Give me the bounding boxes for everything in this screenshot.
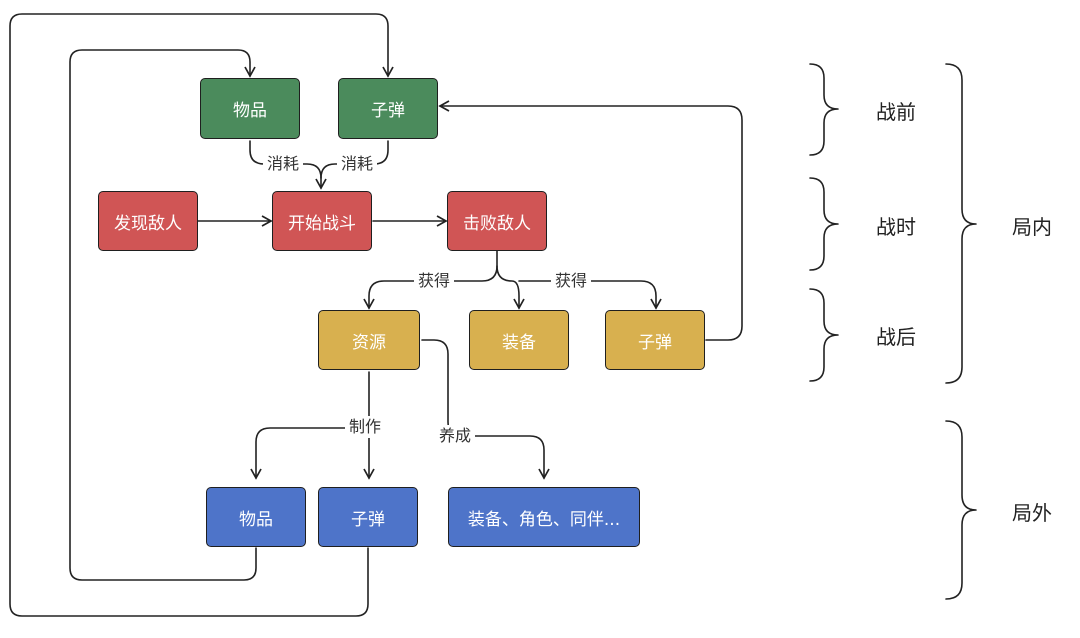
edge-obtain-equipment bbox=[496, 265, 525, 310]
node-start-battle: 开始战斗 bbox=[272, 191, 372, 251]
brace-out-run bbox=[945, 420, 977, 600]
label-obtain-right: 获得 bbox=[551, 270, 592, 292]
node-equipment: 装备 bbox=[469, 310, 569, 370]
node-resources: 资源 bbox=[318, 310, 420, 370]
label-consume-right: 消耗 bbox=[337, 153, 378, 175]
node-defeat-enemy: 击败敌人 bbox=[447, 191, 547, 251]
phase-label-before: 战前 bbox=[876, 100, 916, 124]
label-develop: 养成 bbox=[435, 425, 476, 447]
node-equip-chars: 装备、角色、同伴... bbox=[448, 487, 640, 547]
phase-label-during: 战时 bbox=[876, 215, 916, 239]
node-bullet-bottom: 子弹 bbox=[318, 487, 418, 547]
node-discover-enemy: 发现敌人 bbox=[98, 191, 198, 251]
brace-after bbox=[809, 288, 839, 382]
loop-item-return bbox=[69, 49, 257, 581]
brace-during bbox=[809, 177, 839, 271]
edge-bullet-to-top bbox=[438, 100, 743, 341]
node-bullet-mid: 子弹 bbox=[605, 310, 705, 370]
label-consume-left: 消耗 bbox=[263, 153, 304, 175]
edge-obtain-bullet bbox=[518, 280, 662, 310]
node-bullet-top: 子弹 bbox=[338, 78, 438, 139]
node-item-top: 物品 bbox=[200, 78, 300, 139]
edge-craft-item bbox=[250, 427, 370, 480]
label-obtain-left: 获得 bbox=[414, 270, 455, 292]
phase-label-in-run: 局内 bbox=[1012, 215, 1052, 239]
brace-in-run bbox=[945, 63, 977, 384]
phase-label-out-run: 局外 bbox=[1012, 501, 1052, 525]
phase-label-after: 战后 bbox=[876, 325, 916, 349]
brace-before bbox=[809, 63, 839, 156]
label-craft: 制作 bbox=[345, 416, 386, 438]
loop-bullet-return bbox=[9, 13, 394, 617]
node-item-bottom: 物品 bbox=[206, 487, 306, 547]
